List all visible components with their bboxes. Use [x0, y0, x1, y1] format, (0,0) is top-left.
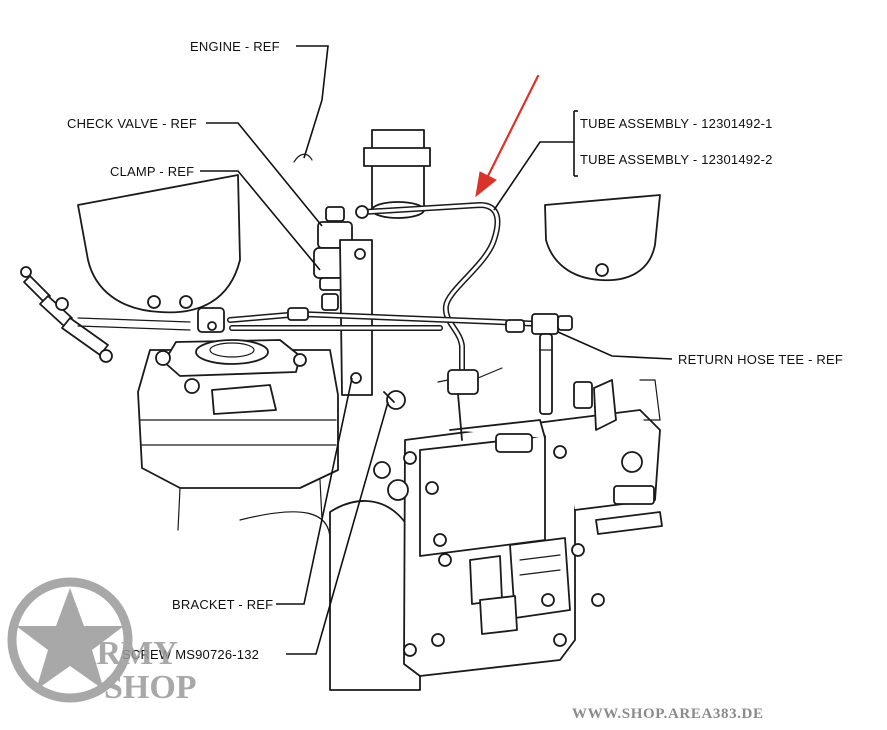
label-clamp: CLAMP - REF — [110, 164, 194, 179]
timing-cover — [239, 500, 423, 691]
label-return-hose-tee: RETURN HOSE TEE - REF — [678, 352, 843, 367]
label-tube-assembly-1: TUBE ASSEMBLY - 12301492-1 — [580, 116, 773, 131]
label-screw: SCREW MS90726-132 — [122, 647, 259, 662]
injection-pump — [373, 409, 661, 677]
upper-left-housing — [77, 174, 241, 314]
tube-assembly — [197, 202, 543, 379]
exhaust-pipe — [363, 129, 431, 219]
website-url: WWW.SHOP.AREA383.DE — [572, 706, 764, 722]
upper-right-housing — [544, 194, 661, 282]
engine-block — [137, 339, 339, 531]
governor-linkage — [573, 379, 663, 535]
pump-inlet-fitting — [437, 367, 503, 441]
label-bracket: BRACKET - REF — [172, 597, 273, 612]
army-shop-logo: ARMY SHOP — [7, 577, 197, 706]
logo-text-shop: SHOP — [104, 669, 197, 706]
bracket-screw — [383, 390, 406, 410]
label-tube-assembly-2: TUBE ASSEMBLY - 12301492-2 — [580, 152, 773, 167]
throttle-linkage — [20, 266, 191, 363]
leader-lines — [200, 45, 673, 655]
logo-text-army: ARMY — [72, 635, 178, 672]
return-hose-tee — [531, 313, 573, 415]
label-check-valve: CHECK VALVE - REF — [67, 116, 197, 131]
label-engine: ENGINE - REF — [190, 39, 280, 54]
red-arrow — [475, 74, 540, 198]
